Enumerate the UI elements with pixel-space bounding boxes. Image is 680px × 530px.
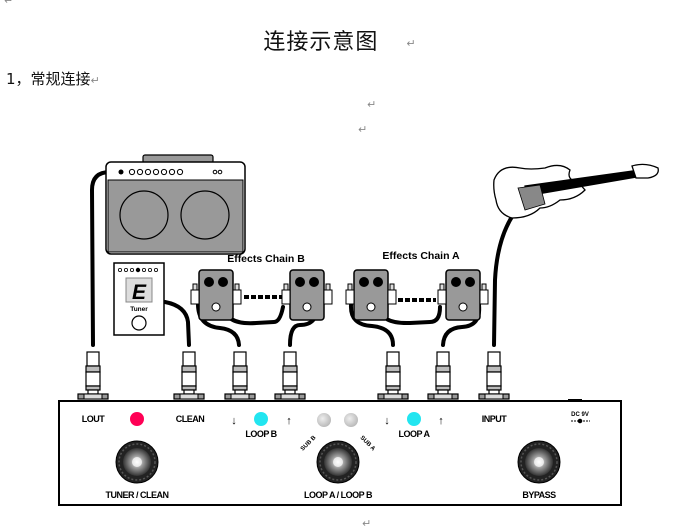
tuner-leds — [118, 267, 158, 273]
amp-input-jack — [118, 169, 124, 175]
led-tuner-clean — [130, 412, 144, 426]
guitar-headstock — [631, 163, 659, 179]
label-input: INPUT — [482, 414, 508, 424]
paragraph-mark: ↵ — [367, 98, 377, 111]
section-heading: 1，常规连接↵ — [6, 68, 100, 89]
paragraph-mark: ↵ — [90, 74, 100, 87]
label-clean: CLEAN — [176, 414, 205, 424]
led-loop-a — [407, 412, 421, 426]
amplifier — [105, 154, 246, 255]
title-text: 连接示意图 — [263, 30, 379, 55]
chain-b-ellipsis — [244, 295, 282, 299]
plug-input — [478, 351, 510, 400]
tuner-pedal: E Tuner — [113, 262, 165, 336]
effect-pedal-a2 — [437, 269, 489, 321]
page-title: 连接示意图 ↵ — [0, 24, 680, 56]
plug-clean — [173, 351, 205, 400]
paragraph-mark: ↵ — [358, 123, 368, 136]
plug-loop-b-send — [224, 351, 256, 400]
cable-guitar-to-input — [492, 213, 515, 347]
guitar-pickguard — [517, 184, 546, 211]
led-loop-b — [254, 412, 268, 426]
cable-chain-a-link — [378, 305, 442, 326]
label-lout: LOUT — [82, 414, 105, 424]
switcher-unit: LOUT CLEAN ↓ ↑ LOOP B SUB B SUB A ↓ ↑ LO… — [58, 399, 622, 506]
label-loop-a: LOOP A — [398, 429, 430, 439]
amp-knobs — [128, 168, 223, 176]
label-footswitch-bypass: BYPASS — [522, 490, 556, 500]
label-loop-b: LOOP B — [245, 429, 277, 439]
dc-polarity-icon — [571, 418, 590, 424]
amp-control-panel — [108, 164, 243, 180]
tuner-display — [125, 277, 153, 303]
led-sub-a — [344, 413, 358, 427]
footswitch-tuner-clean — [115, 440, 159, 484]
effect-pedal-b1 — [190, 269, 242, 321]
led-sub-b — [317, 413, 331, 427]
jack-plugs — [77, 351, 510, 400]
effect-pedal-a1 — [345, 269, 397, 321]
paragraph-mark: ↵ — [4, 0, 14, 7]
tuner-display-char: E — [132, 281, 147, 304]
amp-speaker-right — [180, 190, 230, 240]
plug-loop-a-return — [427, 351, 459, 400]
cable-loopa-send — [348, 303, 395, 347]
paragraph-mark: ↵ — [406, 36, 417, 50]
label-dc: DC 9V — [571, 412, 589, 418]
paragraph-mark: ↵ — [362, 517, 372, 530]
effects-chain-b-label: Effects Chain B — [227, 253, 305, 265]
plug-loop-b-return — [274, 351, 306, 400]
plug-lout — [77, 351, 109, 400]
tuner-footswitch — [131, 315, 147, 331]
effects-chain-a-label: Effects Chain A — [382, 250, 460, 262]
chain-a-ellipsis — [398, 298, 436, 302]
footswitch-bypass — [517, 440, 561, 484]
section-heading-text: 1，常规连接 — [6, 70, 91, 88]
amp-speaker-left — [119, 190, 169, 240]
label-footswitch-tuner-clean: TUNER / CLEAN — [106, 490, 169, 500]
footswitch-loop-a-loop-b — [316, 440, 360, 484]
plug-loop-a-send — [377, 351, 409, 400]
arrow-up-loop-b: ↑ — [286, 415, 292, 427]
tuner-label: Tuner — [130, 306, 148, 313]
arrow-down-loop-b: ↓ — [231, 415, 237, 427]
cable-tuner-to-clean — [163, 300, 191, 347]
effect-pedal-b2 — [281, 269, 333, 321]
arrow-up-loop-a: ↑ — [438, 415, 444, 427]
label-footswitch-loop-a-loop-b: LOOP A / LOOP B — [304, 490, 373, 500]
electric-guitar — [493, 163, 659, 219]
arrow-down-loop-a: ↓ — [384, 415, 390, 427]
